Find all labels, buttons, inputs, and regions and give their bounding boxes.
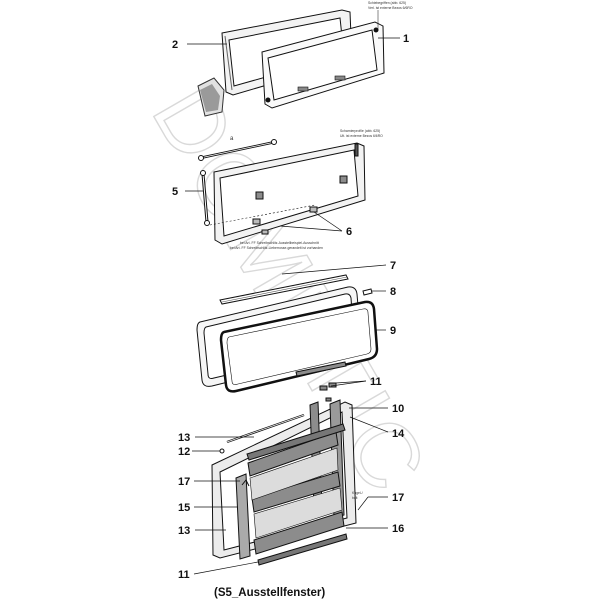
leader-line-11b [193,561,259,575]
leader-line-6 [279,225,343,232]
callout-16: 16 [392,523,404,535]
callout-17-left: 17 [178,476,190,488]
note-kugel-2: bolt [352,496,358,500]
leader-line-17b-tip [357,496,369,511]
callout-2: 2 [172,39,178,51]
callout-15: 15 [178,502,190,514]
letter-a: a [230,136,234,142]
callout-10: 10 [392,403,404,415]
leader-line-14 [349,416,389,433]
blind-assembly [211,382,357,566]
callout-14: 14 [392,428,405,440]
callout-5: 5 [172,186,178,198]
callout-12: 12 [178,446,190,458]
leader-line-6b [313,211,343,232]
note-bottom-2: bei Art. FF Schreibschlitz-Lieberrosse-g… [230,246,323,250]
callout-8: 8 [390,286,396,298]
leader-line-11a-b [335,380,367,384]
callout-11-upper: 11 [370,376,382,388]
callout-17-right: 17 [392,492,404,504]
callout-9: 9 [390,325,396,337]
note-top: Schiebegriffen (abb. 625) [368,1,406,5]
callout-6: 6 [346,226,352,238]
frame-seal-assembly [196,274,379,393]
note-mid: Scharnierprofile (abb. 625) [340,129,380,133]
note-top-2: Verl. ist externe Bezos 6/6RO [368,6,413,10]
leader-line-7 [281,264,387,275]
callout-13-upper: 13 [178,432,190,444]
callout-13-lower: 13 [178,525,190,537]
note-mid-2: Ult. ist externe Bezos 6/6RO [340,134,383,138]
second-window-assembly [198,139,366,245]
leader-line-11a [330,380,367,387]
top-window-assembly [197,9,385,117]
callout-1: 1 [403,33,409,45]
note-bottom: bei Art. FF Schreibschlitz-Ausstellbeisp… [240,241,319,245]
callout-7: 7 [390,260,396,272]
callout-11-lower: 11 [178,569,190,581]
diagram-caption: (S5_Ausstellfenster) [214,587,325,599]
note-kugel: Kugel-/ [352,491,363,495]
